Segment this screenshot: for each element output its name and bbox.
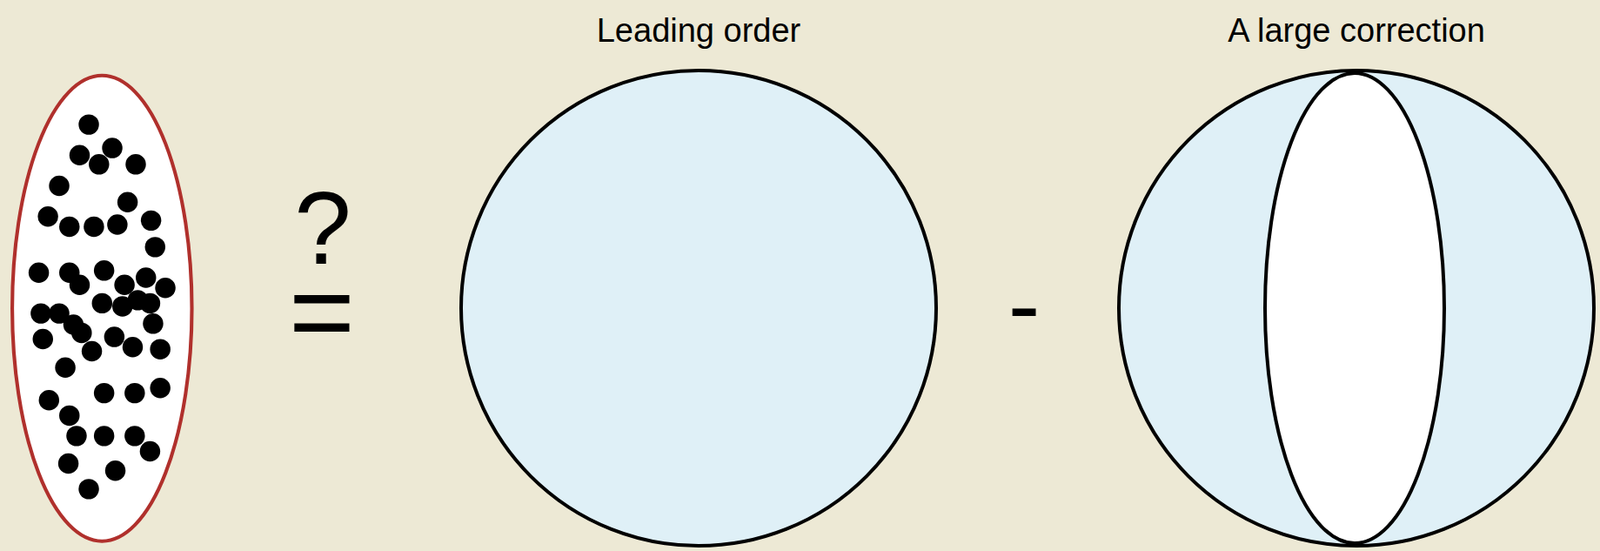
particle-dots (28, 113, 176, 499)
leading-order-circle: Leading order (456, 5, 941, 549)
circle-heading: Leading order (456, 12, 941, 51)
circle-outline (456, 5, 941, 549)
circle-heading: A large correction (1114, 12, 1599, 51)
correction-circle: A large correction (1114, 5, 1599, 549)
circle-shape (461, 70, 937, 546)
circle-shape (1118, 70, 1594, 546)
circle-outline (1114, 5, 1599, 549)
inner-ellipse (1265, 73, 1445, 543)
minus-sign: - (1008, 256, 1041, 353)
ellipse-outline (12, 75, 192, 542)
equals-sign: = (288, 254, 355, 369)
